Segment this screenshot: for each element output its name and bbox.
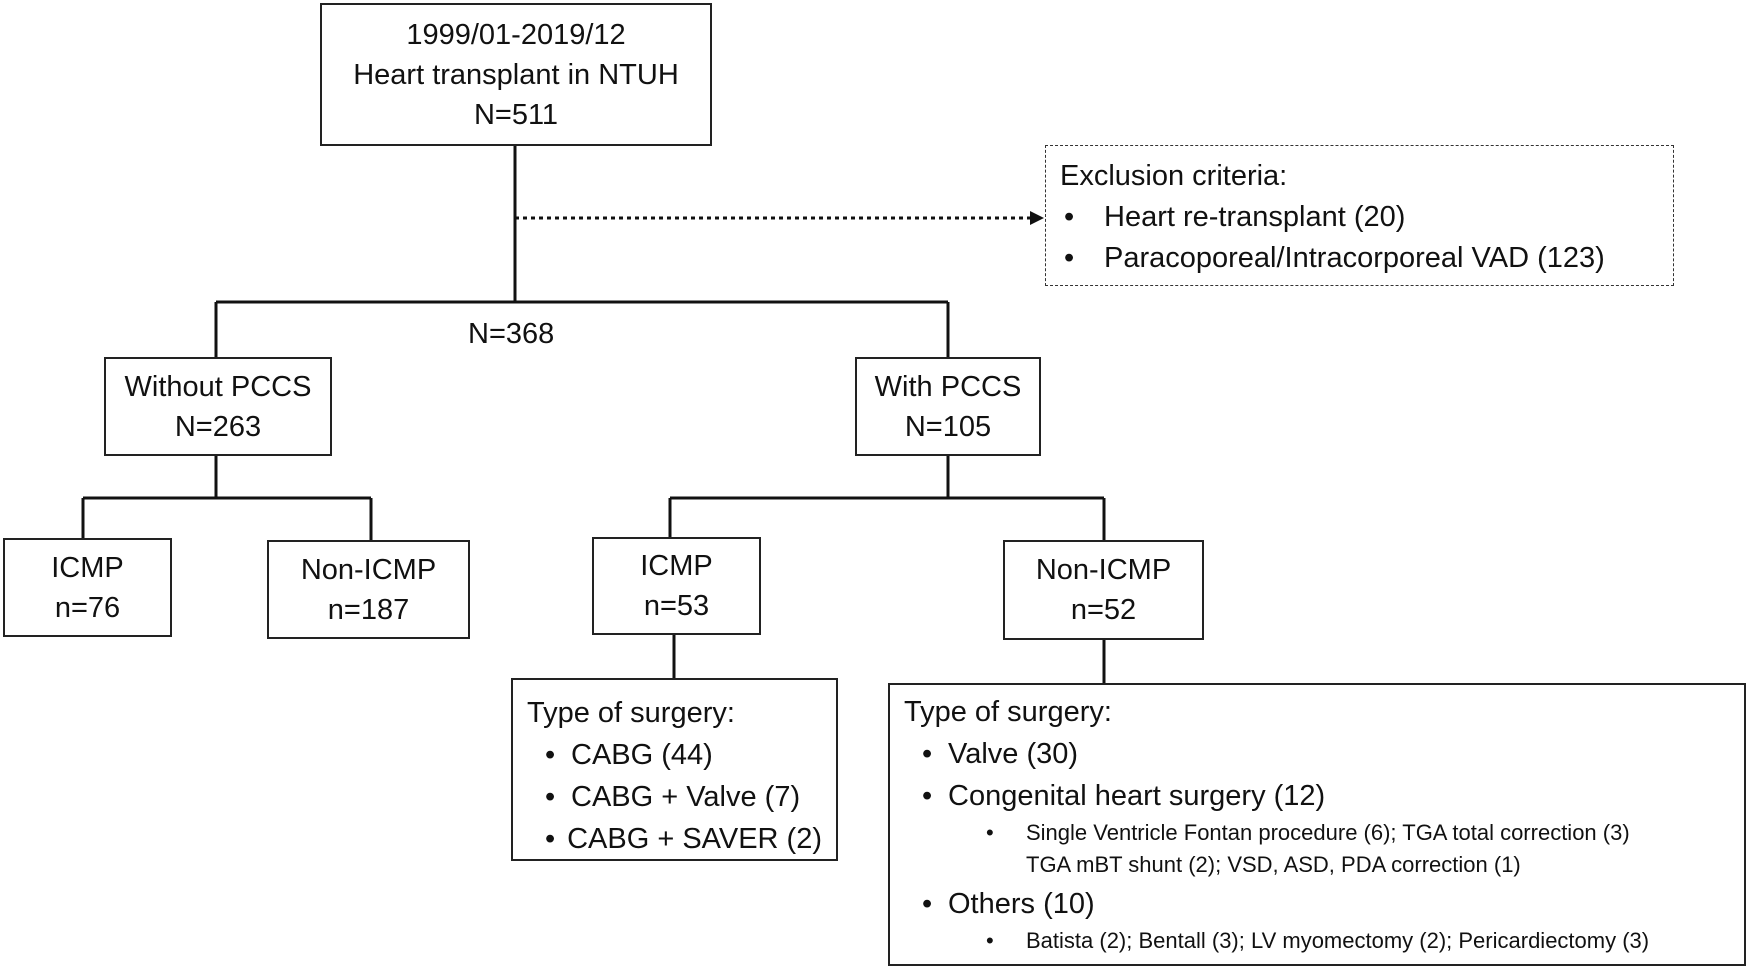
- with-non-icmp-count: n=52: [1070, 594, 1137, 626]
- without-non-icmp-box: Non-ICMP n=187: [267, 540, 470, 639]
- without-icmp-count: n=76: [54, 591, 121, 624]
- bullet-icon: •: [986, 820, 994, 845]
- after-exclusion-count: N=368: [468, 318, 555, 350]
- surgery-subitem-label: Batista (2); Bentall (3); LV myomectomy …: [1026, 928, 1650, 953]
- without-pccs-label: Without PCCS: [124, 370, 312, 403]
- surgery-item: • Others (10): [904, 883, 1730, 925]
- surgery-subitem-continuation: TGA mBT shunt (2); VSD, ASD, PDA correct…: [1026, 852, 1521, 877]
- exclusion-title: Exclusion criteria:: [1060, 160, 1288, 192]
- surgery-item-label: Valve (30): [948, 738, 1079, 770]
- surgery-item-label: CABG (44): [571, 739, 713, 771]
- non-icmp-surgery-title: Type of surgery:: [904, 696, 1112, 728]
- with-icmp-label: ICMP: [640, 550, 713, 582]
- without-icmp-label: ICMP: [51, 551, 124, 584]
- surgery-item: • Congenital heart surgery (12): [904, 775, 1730, 817]
- bullet-icon: •: [545, 823, 556, 855]
- bullet-icon: •: [545, 739, 556, 771]
- with-non-icmp-label: Non-ICMP: [1035, 554, 1172, 586]
- without-pccs-count: N=263: [174, 410, 262, 443]
- surgery-item: • CABG (44): [527, 734, 822, 776]
- surgery-subitem-label: Single Ventricle Fontan procedure (6); T…: [1026, 820, 1630, 845]
- surgery-item-label: Congenital heart surgery (12): [948, 780, 1326, 812]
- root-date-range: 1999/01-2019/12: [406, 18, 626, 51]
- bullet-icon: •: [922, 888, 933, 920]
- without-non-icmp-label: Non-ICMP: [300, 553, 437, 586]
- exclusion-item: • Paracoporeal/Intracorporeal VAD (123): [1060, 238, 1659, 279]
- surgery-subitem: • Single Ventricle Fontan procedure (6);…: [904, 817, 1730, 849]
- root-count: N=511: [473, 98, 559, 131]
- bullet-icon: •: [922, 780, 933, 812]
- surgery-item-label: CABG + SAVER (2): [567, 823, 822, 855]
- exclusion-box: Exclusion criteria: • Heart re-transplan…: [1045, 145, 1674, 286]
- with-icmp-box: ICMP n=53: [592, 537, 761, 635]
- surgery-item: • Valve (30): [904, 733, 1730, 775]
- surgery-item: • CABG + Valve (7): [527, 776, 822, 818]
- bullet-icon: •: [1064, 242, 1075, 274]
- exclusion-item-label: Paracoporeal/Intracorporeal VAD (123): [1104, 242, 1605, 274]
- root-box: 1999/01-2019/12 Heart transplant in NTUH…: [320, 3, 712, 146]
- exclusion-arrowhead: [1030, 211, 1044, 225]
- surgery-item: • CABG + SAVER (2): [527, 818, 822, 860]
- with-pccs-count: N=105: [904, 410, 992, 443]
- with-non-icmp-box: Non-ICMP n=52: [1003, 540, 1204, 640]
- without-icmp-box: ICMP n=76: [3, 538, 172, 637]
- exclusion-item: • Heart re-transplant (20): [1060, 197, 1659, 238]
- with-icmp-count: n=53: [643, 590, 710, 622]
- icmp-surgery-title: Type of surgery:: [527, 697, 735, 729]
- root-title: Heart transplant in NTUH: [353, 58, 679, 91]
- with-pccs-box: With PCCS N=105: [855, 357, 1041, 456]
- with-pccs-label: With PCCS: [874, 370, 1022, 403]
- surgery-subitem: • Batista (2); Bentall (3); LV myomectom…: [904, 925, 1730, 957]
- icmp-surgery-box: Type of surgery: • CABG (44) • CABG + Va…: [511, 678, 838, 861]
- bullet-icon: •: [1064, 201, 1075, 233]
- exclusion-item-label: Heart re-transplant (20): [1104, 201, 1406, 233]
- bullet-icon: •: [545, 781, 556, 813]
- bullet-icon: •: [922, 738, 933, 770]
- bullet-icon: •: [986, 928, 994, 953]
- without-non-icmp-count: n=187: [327, 593, 410, 626]
- without-pccs-box: Without PCCS N=263: [104, 357, 332, 456]
- non-icmp-surgery-box: Type of surgery: • Valve (30) • Congenit…: [888, 683, 1746, 966]
- surgery-item-label: Others (10): [948, 888, 1095, 920]
- surgery-item-label: CABG + Valve (7): [571, 781, 801, 813]
